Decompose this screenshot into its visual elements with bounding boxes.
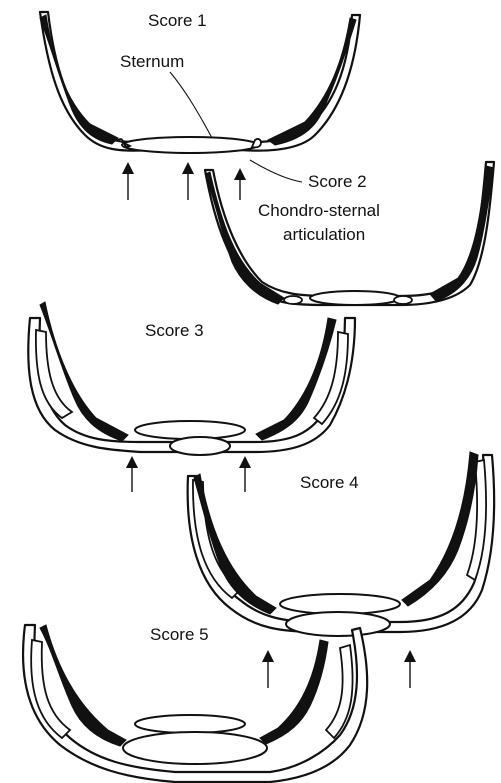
score-5-sternum-depressed <box>123 732 267 764</box>
score-4-label: Score 4 <box>300 473 359 492</box>
score-2-section: Score 2 Chondro-sternal articulation <box>205 160 494 305</box>
score-3-section: Score 3 <box>28 302 355 492</box>
score-1-arrow-left <box>122 162 134 200</box>
chondro-sternal-leader-line <box>250 160 302 182</box>
score-3-arrow-left <box>126 456 138 492</box>
score-1-right-cartilage <box>252 139 261 147</box>
score-3-label: Score 3 <box>145 321 204 340</box>
score-5-left-costal-band <box>31 640 70 738</box>
score-5-label: Score 5 <box>150 625 209 644</box>
score-3-right-costal-band <box>314 332 348 424</box>
score-1-label: Score 1 <box>148 11 207 30</box>
score-2-sternum <box>310 291 400 305</box>
score-5-section: Score 5 <box>23 625 367 782</box>
score-2-right-articulation <box>394 296 412 304</box>
score-1-sternum <box>122 137 258 153</box>
score-4-sternum <box>280 594 400 614</box>
score-3-sternum-depressed <box>170 437 230 455</box>
sternum-leader-line <box>170 72 212 138</box>
score-4-right-rib <box>402 452 478 606</box>
score-2-label: Score 2 <box>308 172 367 191</box>
chondro-sternal-label-line1: Chondro-sternal <box>258 201 380 220</box>
score-2-left-articulation <box>284 296 302 304</box>
score-4-sternum-depressed <box>286 612 390 636</box>
score-1-arrow-right <box>234 168 246 200</box>
score-3-sternum <box>135 421 245 439</box>
score-5-sternum <box>135 715 245 733</box>
score-4-arrow-left <box>262 650 274 688</box>
score-4-arrow-right <box>404 650 416 688</box>
chondro-sternal-label-line2: articulation <box>283 225 365 244</box>
score-1-arrow-center <box>182 162 194 200</box>
score-3-arrow-right <box>239 456 251 492</box>
sternum-label: Sternum <box>120 52 184 71</box>
